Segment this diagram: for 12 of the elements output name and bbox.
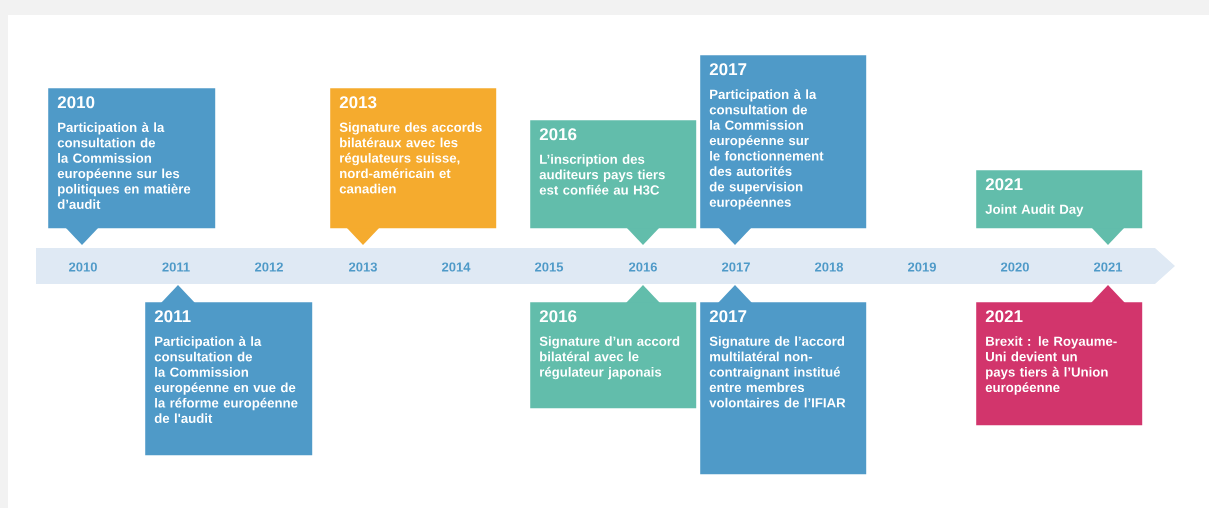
year-label: 2015: [535, 262, 564, 272]
year-label: 2014: [442, 262, 471, 272]
year-label: 2021: [1094, 262, 1123, 272]
year-label: 2018: [815, 262, 844, 272]
year-label: 2016: [629, 262, 657, 272]
year-label: 2019: [908, 262, 936, 272]
year-label: 2020: [1001, 262, 1029, 272]
year-label: 2011: [162, 262, 190, 272]
year-label: 2012: [255, 262, 283, 272]
year-label: 2010: [69, 262, 97, 272]
year-label: 2017: [722, 262, 750, 272]
year-label: 2013: [349, 262, 377, 272]
